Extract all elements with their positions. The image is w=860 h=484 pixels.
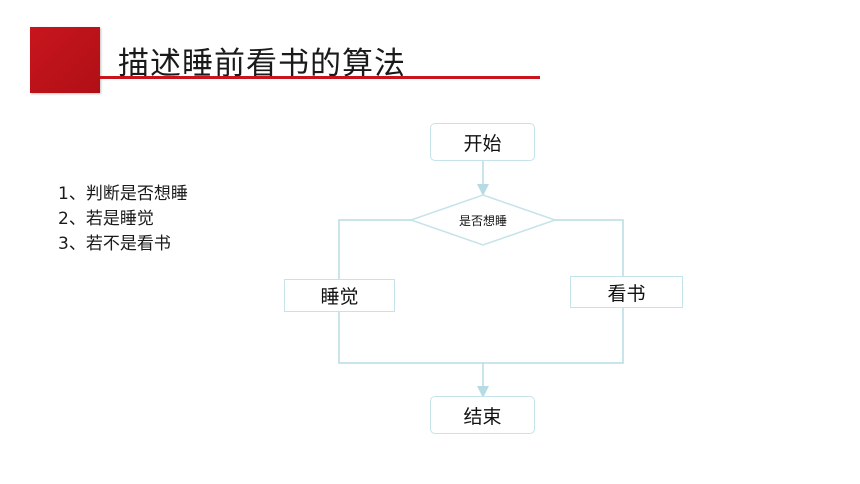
flow-yes-label: 睡觉	[320, 286, 359, 308]
flow-no-label: 看书	[607, 282, 646, 305]
step-2: 2、若是睡觉	[58, 209, 154, 229]
title-accent-block	[30, 27, 100, 93]
flow-decision-label: 是否想睡	[458, 213, 507, 228]
algorithm-steps: 1、判断是否想睡 2、若是睡觉 3、若不是看书	[58, 182, 188, 257]
connector-decision-no	[555, 219, 624, 276]
flow-end-label: 结束	[463, 405, 502, 428]
flow-no-node: 看书	[570, 276, 683, 308]
title-underline	[100, 76, 540, 79]
decision-diamond	[408, 194, 558, 246]
flow-yes-node: 睡觉	[284, 279, 395, 312]
flow-start-node: 开始	[430, 123, 535, 161]
connector-no-merge	[483, 308, 624, 364]
flow-end-node: 结束	[430, 396, 535, 434]
connector-yes-merge	[338, 312, 483, 364]
step-1: 1、判断是否想睡	[58, 184, 188, 204]
connector-decision-yes	[338, 219, 411, 279]
step-3: 3、若不是看书	[58, 234, 171, 254]
flow-start-label: 开始	[463, 132, 502, 155]
